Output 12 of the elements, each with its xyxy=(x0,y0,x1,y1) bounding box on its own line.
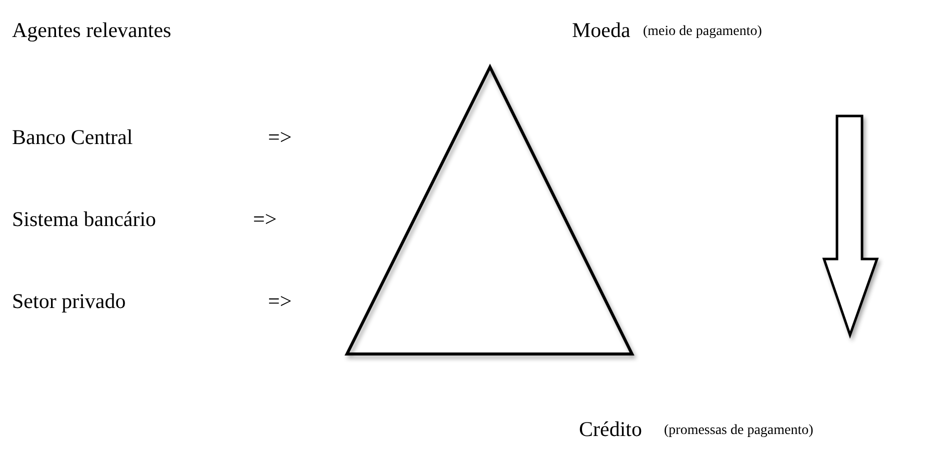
axis-label: Crédito xyxy=(579,419,642,440)
agent-label: Setor privado xyxy=(12,291,126,312)
arrow-text: => xyxy=(268,127,292,148)
axis-note: (promessas de pagamento) xyxy=(664,424,814,438)
triangle-shape xyxy=(344,64,634,356)
axis-note: (meio de pagamento) xyxy=(643,25,762,39)
agent-label: Banco Central xyxy=(12,127,133,148)
arrow-text: => xyxy=(253,209,277,230)
heading: Agentes relevantes xyxy=(12,20,172,41)
agent-label: Sistema bancário xyxy=(12,209,156,230)
arrow-text: => xyxy=(268,291,292,312)
axis-label: Moeda xyxy=(572,20,630,41)
